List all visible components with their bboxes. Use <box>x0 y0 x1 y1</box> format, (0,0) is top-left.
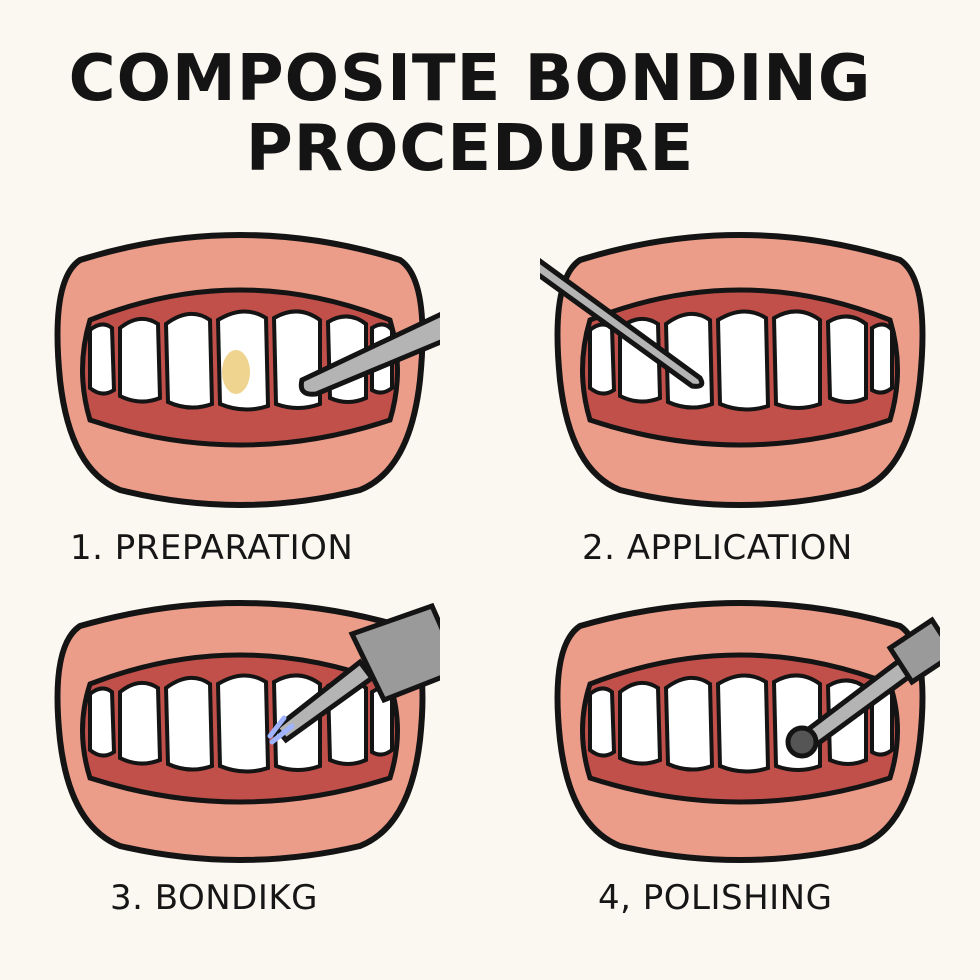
title-line-1: COMPOSITE BONDING <box>68 42 872 116</box>
curing-light-icon <box>267 602 440 745</box>
teeth-row <box>88 673 394 774</box>
teeth-row <box>588 673 894 774</box>
mouth-icon <box>554 232 926 508</box>
step-label-application: 2. APPLICATION <box>582 528 853 568</box>
dental-spatula-icon <box>540 258 705 389</box>
step-label-polishing: 4, POLISHING <box>598 878 833 918</box>
mouth-illustration-application <box>540 232 926 508</box>
mouth-icon <box>554 600 926 863</box>
polishing-bur-icon <box>785 616 940 759</box>
mouth-illustration-bonding <box>54 600 440 863</box>
mouth-illustration-preparation <box>54 232 440 508</box>
title-line-2: PROCEDURE <box>245 112 695 186</box>
stain-mark <box>222 350 250 394</box>
step-label-bonding: 3. BONDIKG <box>110 878 319 918</box>
page-title: COMPOSITE BONDING PROCEDURE <box>0 44 940 184</box>
dental-probe-icon <box>298 311 440 397</box>
step-label-preparation: 1. PREPARATION <box>70 528 354 568</box>
mouth-illustration-polishing <box>554 600 940 863</box>
mouth-icon <box>54 600 426 863</box>
teeth-row <box>588 309 894 412</box>
mouth-icon <box>54 232 426 508</box>
